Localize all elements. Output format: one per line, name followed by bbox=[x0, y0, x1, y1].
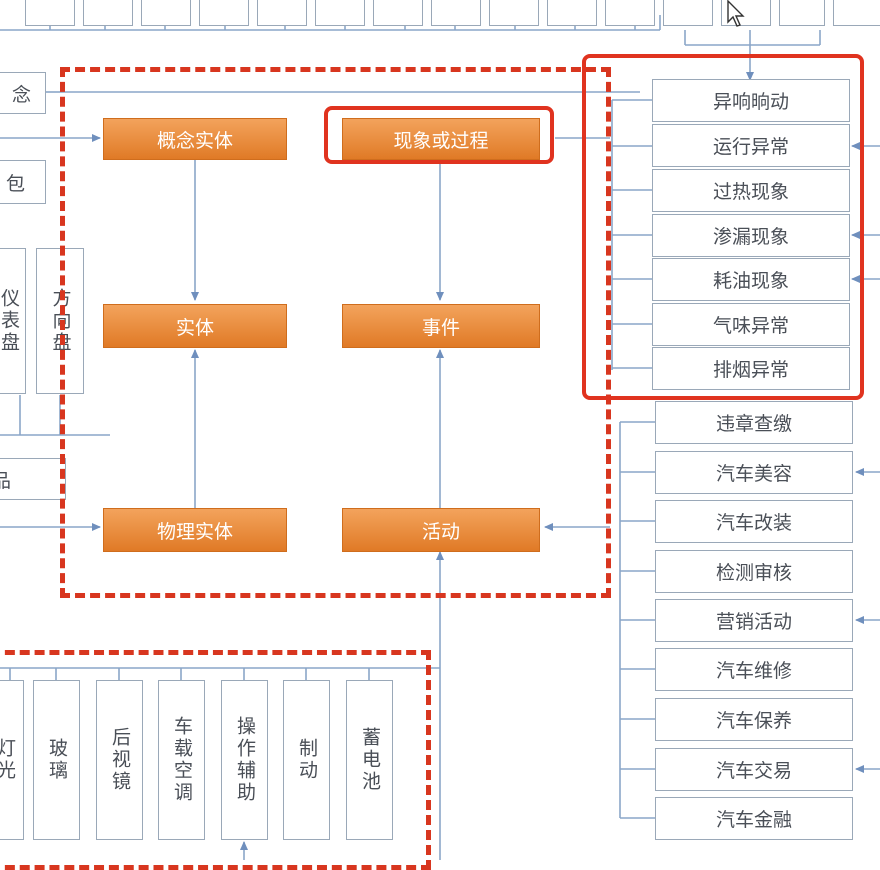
phenomenon-box: 耗油现象 bbox=[652, 258, 850, 301]
node-entity: 实体 bbox=[103, 304, 287, 348]
activity-box: 汽车交易 bbox=[655, 748, 853, 791]
top-box bbox=[779, 0, 825, 26]
activity-label: 汽车美容 bbox=[715, 463, 792, 485]
phenomenon-box: 排烟异常 bbox=[652, 347, 850, 390]
top-box bbox=[315, 0, 365, 26]
activity-label: 营销活动 bbox=[715, 611, 792, 633]
phenomenon-box: 运行异常 bbox=[652, 124, 850, 167]
top-box bbox=[833, 0, 880, 26]
left-box-product: 品 bbox=[0, 458, 66, 500]
left-box-dashboard: 仪表盘 bbox=[0, 248, 26, 394]
activity-label: 违章查缴 bbox=[715, 413, 792, 435]
phenomenon-label: 异响晌动 bbox=[712, 91, 789, 113]
node-entity-label: 实体 bbox=[175, 316, 214, 339]
parts-dashed-highlight bbox=[0, 650, 431, 870]
part-label: 车载空调 bbox=[171, 716, 193, 804]
part-box: 制动 bbox=[283, 680, 330, 840]
node-phenomenon-process: 现象或过程 bbox=[342, 118, 540, 160]
part-label: 制动 bbox=[296, 738, 318, 782]
node-activity: 活动 bbox=[342, 508, 540, 552]
part-box: 玻璃 bbox=[33, 680, 80, 840]
activity-box: 汽车维修 bbox=[655, 648, 853, 691]
part-label: 灯光 bbox=[0, 738, 16, 782]
left-box-concept-label: 念 bbox=[11, 83, 31, 106]
top-box bbox=[25, 0, 75, 26]
part-label: 操作辅助 bbox=[234, 716, 256, 804]
activity-box: 汽车美容 bbox=[655, 451, 853, 494]
phenomenon-label: 运行异常 bbox=[712, 136, 789, 158]
top-box bbox=[431, 0, 481, 26]
phenomenon-label: 过热现象 bbox=[712, 181, 789, 203]
activity-label: 汽车保养 bbox=[715, 710, 792, 732]
top-box bbox=[141, 0, 191, 26]
activity-box: 营销活动 bbox=[655, 599, 853, 642]
top-box bbox=[663, 0, 713, 26]
phenomenon-box: 渗漏现象 bbox=[652, 214, 850, 257]
top-box bbox=[373, 0, 423, 26]
node-concept-entity-label: 概念实体 bbox=[156, 129, 233, 152]
phenomenon-label: 渗漏现象 bbox=[712, 226, 789, 248]
node-event: 事件 bbox=[342, 304, 540, 348]
activity-box: 检测审核 bbox=[655, 550, 853, 593]
activity-box: 违章查缴 bbox=[655, 401, 853, 444]
left-box-pack: 包 bbox=[0, 160, 46, 204]
part-label: 玻璃 bbox=[46, 738, 68, 782]
part-box: 车载空调 bbox=[158, 680, 205, 840]
node-physical-entity-label: 物理实体 bbox=[156, 520, 233, 543]
activity-box: 汽车金融 bbox=[655, 797, 853, 840]
mouse-cursor-icon bbox=[727, 0, 745, 27]
phenomenon-highlight bbox=[324, 106, 554, 164]
activity-label: 汽车金融 bbox=[715, 809, 792, 831]
part-box: 蓄电池 bbox=[346, 680, 393, 840]
activity-label: 汽车改装 bbox=[715, 512, 792, 534]
phenomenon-box: 过热现象 bbox=[652, 169, 850, 212]
phenomena-group-highlight bbox=[582, 54, 864, 400]
top-box bbox=[257, 0, 307, 26]
phenomenon-box: 异响晌动 bbox=[652, 79, 850, 122]
left-box-pack-label: 包 bbox=[5, 172, 25, 195]
top-box bbox=[547, 0, 597, 26]
node-concept-entity: 概念实体 bbox=[103, 118, 287, 160]
activity-box: 汽车保养 bbox=[655, 698, 853, 741]
left-box-dashboard-label: 仪表盘 bbox=[0, 288, 20, 354]
activity-label: 汽车维修 bbox=[715, 660, 792, 682]
top-box bbox=[605, 0, 655, 26]
part-box: 灯光 bbox=[0, 680, 24, 840]
phenomenon-label: 气味异常 bbox=[712, 315, 789, 337]
activity-label: 汽车交易 bbox=[715, 760, 792, 782]
node-physical-entity: 物理实体 bbox=[103, 508, 287, 552]
phenomenon-label: 耗油现象 bbox=[712, 270, 789, 292]
node-phenomenon-process-label: 现象或过程 bbox=[393, 129, 489, 152]
node-activity-label: 活动 bbox=[421, 520, 460, 543]
left-box-concept: 念 bbox=[0, 72, 46, 114]
node-event-label: 事件 bbox=[421, 316, 460, 339]
top-box bbox=[489, 0, 539, 26]
top-box bbox=[83, 0, 133, 26]
top-box bbox=[199, 0, 249, 26]
part-box: 后视镜 bbox=[96, 680, 143, 840]
left-box-product-label: 品 bbox=[0, 469, 11, 492]
part-box: 操作辅助 bbox=[221, 680, 268, 840]
core-dashed-highlight bbox=[60, 67, 611, 598]
part-label: 蓄电池 bbox=[359, 727, 381, 793]
phenomenon-box: 气味异常 bbox=[652, 303, 850, 346]
part-label: 后视镜 bbox=[109, 727, 131, 793]
phenomenon-label: 排烟异常 bbox=[712, 359, 789, 381]
activity-box: 汽车改装 bbox=[655, 500, 853, 543]
activity-label: 检测审核 bbox=[715, 562, 792, 584]
